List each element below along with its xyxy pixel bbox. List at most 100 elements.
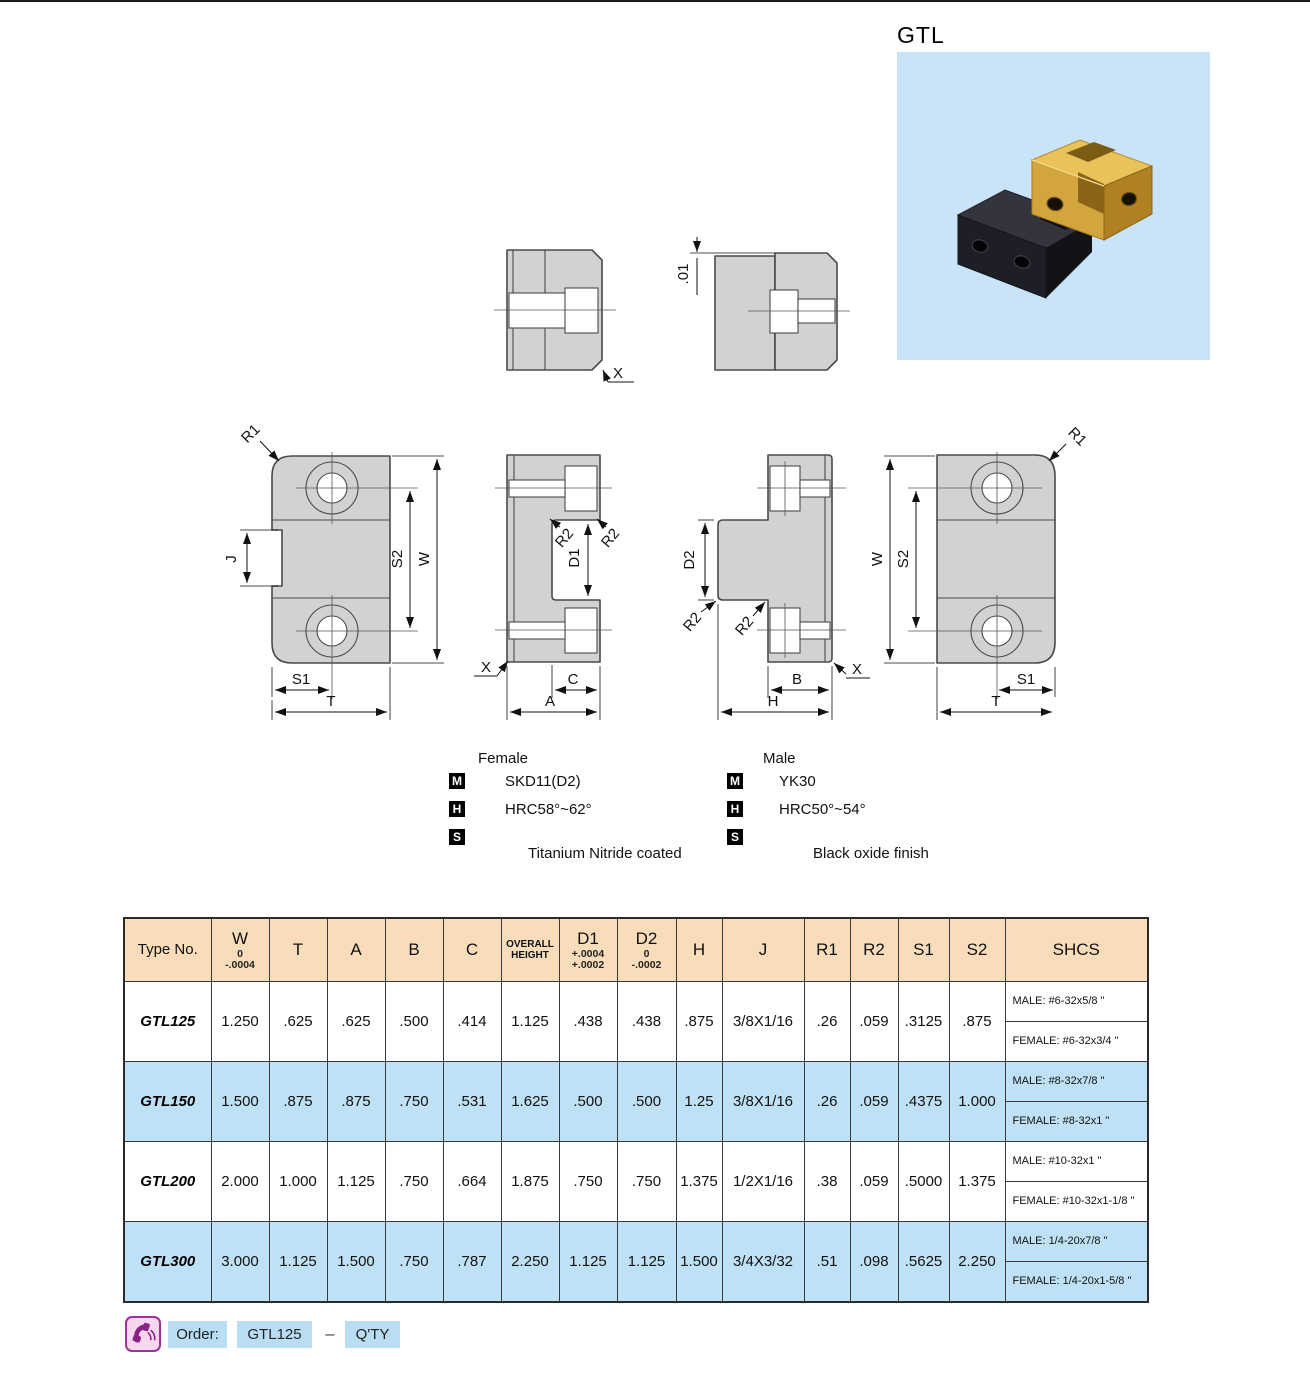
table-cell: 3.000: [210, 1220, 270, 1302]
male-heading: Male: [763, 750, 796, 767]
table-cell: .531: [442, 1060, 502, 1142]
assembled-top-view-2: .01: [675, 237, 850, 371]
hardness-badge: H: [727, 801, 743, 817]
hardness-badge: H: [449, 801, 465, 817]
table-row: GTL200 2.000 1.000 1.125 .750 .664 1.875…: [123, 1140, 1149, 1222]
table-cell: 2.250: [500, 1220, 560, 1302]
table-cell: 1.625: [500, 1060, 560, 1142]
r2-label: R2: [552, 525, 577, 551]
col-header-s1: S1: [897, 917, 950, 982]
type-no-cell: GTL200: [123, 1140, 212, 1222]
phone-order-badge: [125, 1316, 161, 1352]
table-cell: .38: [803, 1140, 851, 1222]
col-header-s2: S2: [948, 917, 1006, 982]
table-cell: 1.375: [675, 1140, 723, 1222]
shcs-male: MALE: 1/4-20x7/8 ": [1012, 1235, 1108, 1247]
offset-dimension-label: .01: [675, 264, 692, 285]
t-label: T: [991, 693, 1000, 710]
table-cell: .750: [384, 1140, 444, 1222]
female-surface: Titanium Nitride coated: [528, 845, 682, 862]
surface-badge: S: [449, 829, 465, 845]
table-cell: .750: [558, 1140, 618, 1222]
table-cell: 1.25: [675, 1060, 723, 1142]
col-header-r2: R2: [849, 917, 899, 982]
table-cell: 3/4X3/32: [721, 1220, 805, 1302]
table-cell: .414: [442, 980, 502, 1062]
surface-badge: S: [727, 829, 743, 845]
order-qty: Q'TY: [345, 1321, 400, 1348]
table-cell: 1.125: [326, 1140, 386, 1222]
phone-icon: [132, 1322, 156, 1343]
shcs-female: FEMALE: 1/4-20x1-5/8 ": [1005, 1260, 1147, 1301]
w-label: W: [416, 551, 433, 566]
table-cell: .059: [849, 1060, 899, 1142]
table-cell: 1.375: [948, 1140, 1006, 1222]
product-family-title: GTL: [897, 22, 945, 48]
technical-drawings: X .01 R1 J: [223, 237, 1090, 720]
table-cell: 3/8X1/16: [721, 1060, 805, 1142]
col-header-a: A: [326, 917, 386, 982]
s1-label: S1: [1017, 671, 1035, 688]
col-header-d1: D1+.0004+.0002: [558, 917, 618, 982]
d1-label: D1: [566, 548, 583, 567]
col-header-t: T: [268, 917, 328, 982]
table-cell: .098: [849, 1220, 899, 1302]
table-cell: .26: [803, 1060, 851, 1142]
r1-label: R1: [1064, 424, 1090, 450]
female-material: SKD11(D2): [505, 773, 581, 790]
table-cell: .500: [616, 1060, 677, 1142]
shcs-cell: MALE: #8-32x7/8 " FEMALE: #8-32x1 ": [1004, 1060, 1149, 1142]
d2-label: D2: [681, 550, 698, 569]
table-row: GTL125 1.250 .625 .625 .500 .414 1.125 .…: [123, 980, 1149, 1062]
col-header-type: Type No.: [123, 917, 212, 982]
w-label: W: [869, 551, 886, 566]
order-part-number: GTL125: [237, 1321, 312, 1348]
table-cell: 1.125: [268, 1220, 328, 1302]
table-cell: .5000: [897, 1140, 950, 1222]
table-cell: .059: [849, 980, 899, 1062]
shcs-male: MALE: #8-32x7/8 ": [1012, 1075, 1105, 1087]
j-label: J: [223, 555, 240, 563]
col-header-r1: R1: [803, 917, 851, 982]
shcs-cell: MALE: #6-32x5/8 " FEMALE: #6-32x3/4 ": [1004, 980, 1149, 1062]
table-row: GTL300 3.000 1.125 1.500 .750 .787 2.250…: [123, 1220, 1149, 1302]
col-header-b: B: [384, 917, 444, 982]
table-cell: 1.875: [500, 1140, 560, 1222]
table-cell: 1.000: [268, 1140, 328, 1222]
table-cell: 1/2X1/16: [721, 1140, 805, 1222]
finish-mark-label: X: [481, 659, 491, 676]
r2-label: R2: [732, 613, 757, 639]
table-cell: 1.125: [616, 1220, 677, 1302]
t-label: T: [326, 693, 335, 710]
finish-mark-label: X: [852, 661, 862, 678]
table-cell: .059: [849, 1140, 899, 1222]
table-cell: 1.500: [326, 1220, 386, 1302]
shcs-female: FEMALE: #6-32x3/4 ": [1005, 1020, 1147, 1061]
table-cell: 2.250: [948, 1220, 1006, 1302]
table-cell: .438: [616, 980, 677, 1062]
table-cell: 1.125: [558, 1220, 618, 1302]
material-badge: M: [449, 773, 465, 789]
female-plan-view: R1 J S2 W S1 T: [223, 421, 444, 720]
female-heading: Female: [478, 750, 529, 767]
r2-label: R2: [598, 525, 623, 551]
table-cell: .875: [268, 1060, 328, 1142]
shcs-female: FEMALE: #10-32x1-1/8 ": [1005, 1180, 1147, 1221]
table-cell: .5625: [897, 1220, 950, 1302]
a-label: A: [545, 693, 555, 710]
table-cell: .3125: [897, 980, 950, 1062]
product-photo: [897, 52, 1210, 360]
shcs-female: FEMALE: #8-32x1 ": [1005, 1100, 1147, 1141]
female-section-view: R2 R2 D1 X C A: [474, 454, 623, 720]
table-cell: .750: [616, 1140, 677, 1222]
table-row: GTL150 1.500 .875 .875 .750 .531 1.625 .…: [123, 1060, 1149, 1142]
table-cell: .875: [675, 980, 723, 1062]
table-cell: .750: [384, 1060, 444, 1142]
col-header-j: J: [721, 917, 805, 982]
table-cell: .875: [326, 1060, 386, 1142]
table-cell: .26: [803, 980, 851, 1062]
r2-label: R2: [680, 609, 705, 635]
